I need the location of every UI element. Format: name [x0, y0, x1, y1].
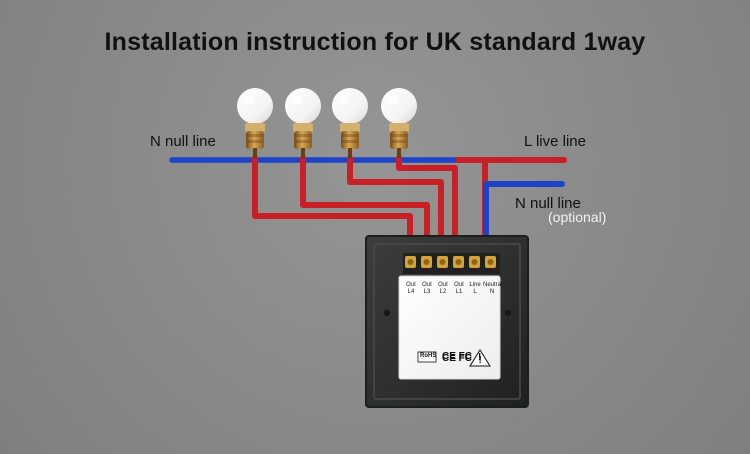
switch-plate: CE FC ! [365, 235, 529, 408]
page-title: Installation instruction for UK standard… [104, 28, 646, 56]
bulb-4 [381, 88, 417, 158]
warning-badge-label: ! [478, 352, 482, 363]
terminal-label-neutral: Neutral N [483, 282, 503, 295]
left-null-line-label: N null line [150, 133, 216, 150]
warning-badge-triangle [469, 349, 491, 367]
terminal-label-out3: Out L3 [422, 282, 432, 295]
rohs-badge-label: RoHS [420, 353, 437, 359]
bulb-row [237, 88, 417, 158]
incoming-wires [455, 157, 586, 187]
load-l1-wire [396, 155, 458, 262]
bulb-1 [237, 88, 273, 158]
bulb-2 [285, 88, 321, 158]
left-mount-hole [383, 309, 391, 317]
ce-fc-badge-label: CE FC [442, 351, 472, 362]
terminal-label-out1: Out L1 [454, 282, 464, 295]
switch-plate-inner-frame [373, 243, 521, 400]
rohs-badge [417, 351, 437, 363]
bulb-3 [332, 88, 368, 158]
live-line-label: L live line [524, 133, 586, 150]
ce-fc-badge: CE FC [442, 353, 472, 364]
terminal-label-out4: Out L4 [406, 282, 416, 295]
load-l2-wire [347, 155, 444, 262]
optional-note-label: (optional) [548, 209, 607, 225]
right-mount-hole [504, 309, 512, 317]
optional-null-line-label: N null line [515, 195, 581, 212]
warning-badge-mark: ! [479, 355, 482, 366]
load-l3-wire [300, 155, 430, 262]
terminal-label-line: Line L [469, 282, 481, 295]
terminal-label-out2: Out L2 [438, 282, 448, 295]
terminal-screw-heads [407, 259, 494, 265]
